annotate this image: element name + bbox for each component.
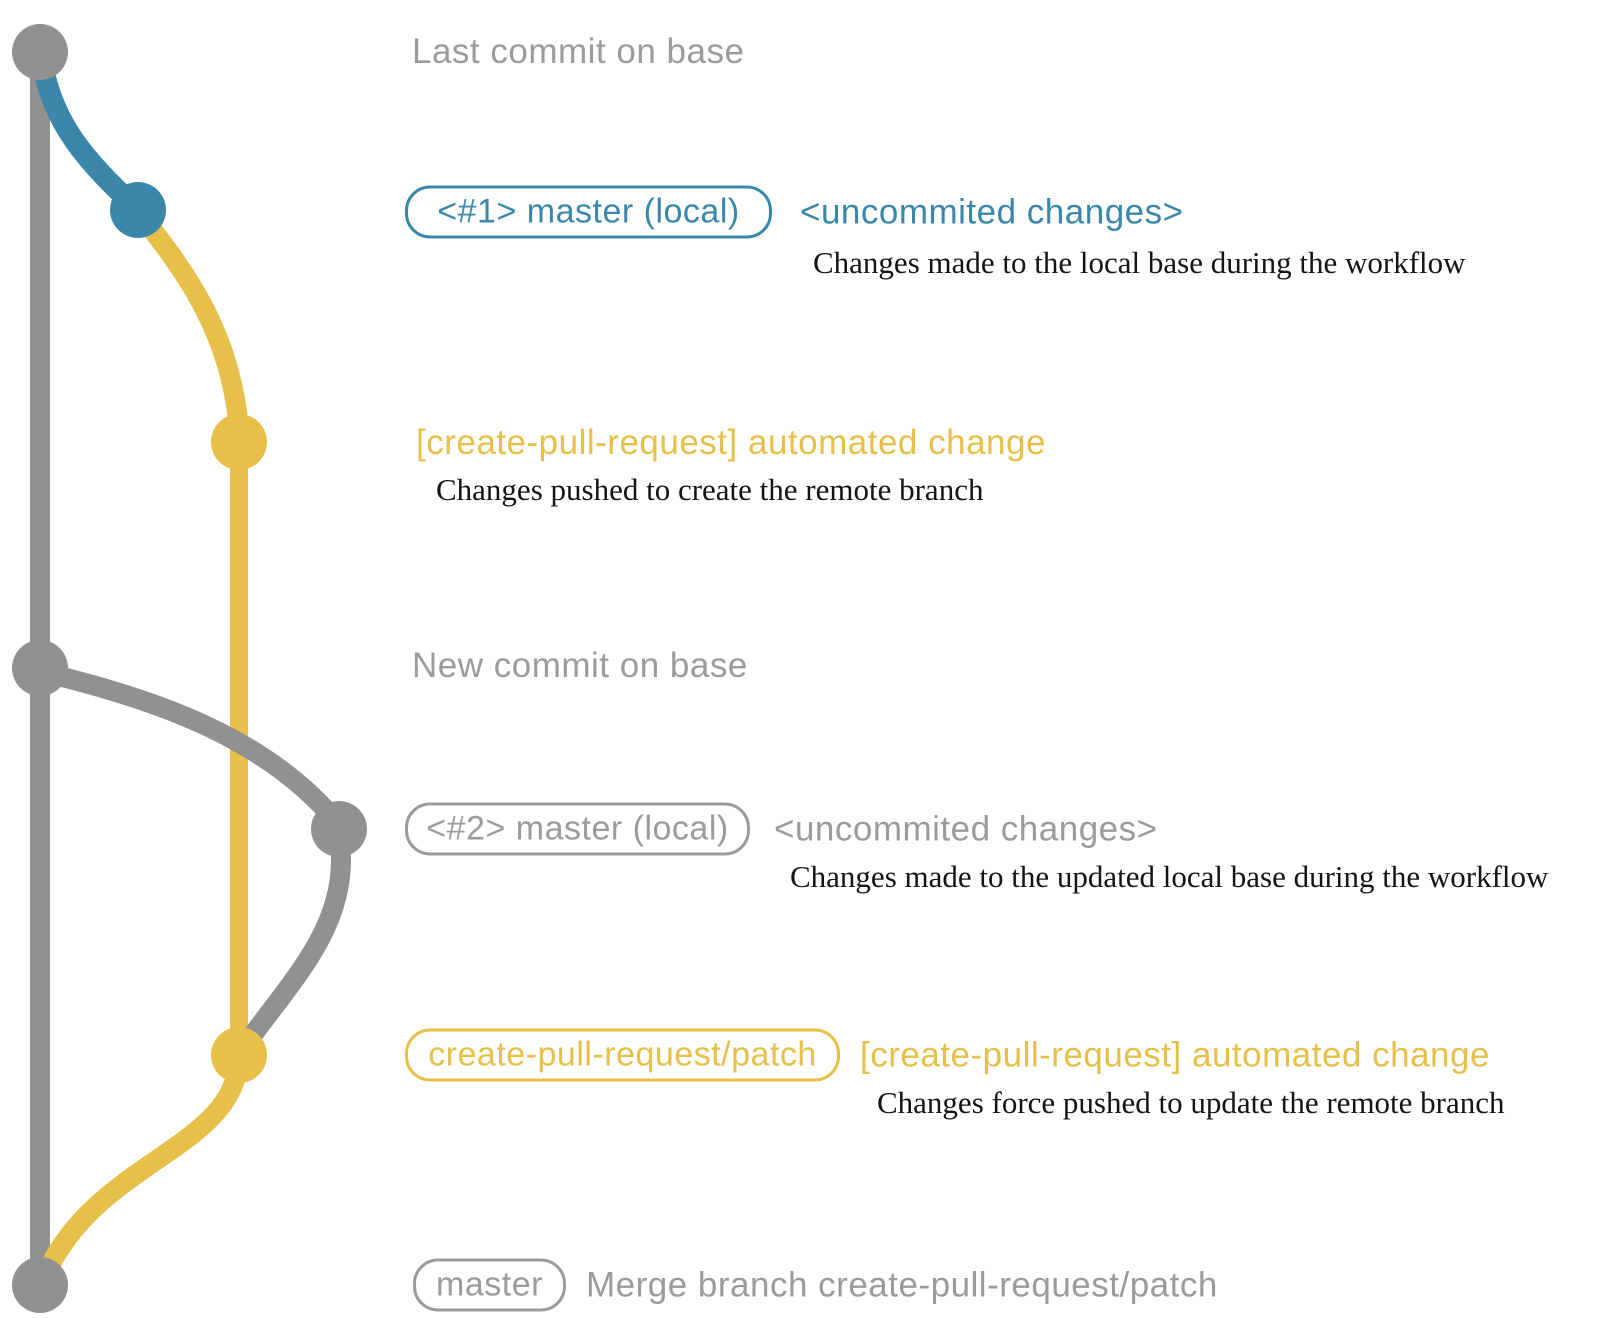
patch-merge-curve — [34, 1048, 249, 1288]
local-2-description: Changes made to the updated local base d… — [790, 859, 1549, 894]
annotation-last-commit: Last commit on base — [412, 32, 744, 72]
annotation-local-2: <#2> master (local) <uncommited changes> — [405, 802, 1158, 856]
branch-badge-patch: create-pull-request/patch — [405, 1028, 840, 1082]
automated-change-label-2: [create-pull-request] automated change — [860, 1035, 1490, 1074]
push-2-description: Changes force pushed to update the remot… — [877, 1085, 1505, 1120]
commit-node-patch-1 — [211, 414, 267, 470]
push-1-description: Changes pushed to create the remote bran… — [436, 472, 984, 507]
annotation-push-1: [create-pull-request] automated change — [416, 423, 1046, 463]
commit-node-local-2 — [311, 801, 367, 857]
automated-change-label-1: [create-pull-request] automated change — [416, 423, 1046, 462]
local-2-to-patch-curve — [236, 822, 351, 1054]
commit-node-local-1 — [110, 182, 166, 238]
local-1-description: Changes made to the local base during th… — [813, 245, 1466, 280]
annotation-local-1: <#1> master (local) <uncommited changes> — [405, 185, 1184, 239]
branch-badge-master-local-1: <#1> master (local) — [405, 185, 772, 239]
commit-graph — [12, 24, 367, 1313]
patch-branch-create-curve — [130, 204, 249, 442]
commit-node-new-base — [12, 640, 68, 696]
annotation-new-commit: New commit on base — [412, 646, 748, 686]
new-commit-label: New commit on base — [412, 646, 748, 685]
commit-node-merge — [12, 1257, 68, 1313]
branch-badge-master: master — [413, 1258, 566, 1312]
last-commit-label: Last commit on base — [412, 32, 745, 71]
merge-commit-label: Merge branch create-pull-request/patch — [586, 1265, 1218, 1304]
uncommited-changes-label-1: <uncommited changes> — [800, 192, 1184, 231]
annotation-push-2: create-pull-request/patch [create-pull-r… — [405, 1028, 1490, 1082]
local-master-1-curve — [31, 49, 145, 217]
base-to-local-2-curve — [32, 662, 349, 835]
branch-badge-master-local-2: <#2> master (local) — [405, 802, 750, 856]
uncommited-changes-label-2: <uncommited changes> — [774, 809, 1158, 848]
commit-node-last-base — [12, 24, 68, 80]
commit-node-patch-2 — [211, 1027, 267, 1083]
annotation-merge: master Merge branch create-pull-request/… — [413, 1258, 1218, 1312]
